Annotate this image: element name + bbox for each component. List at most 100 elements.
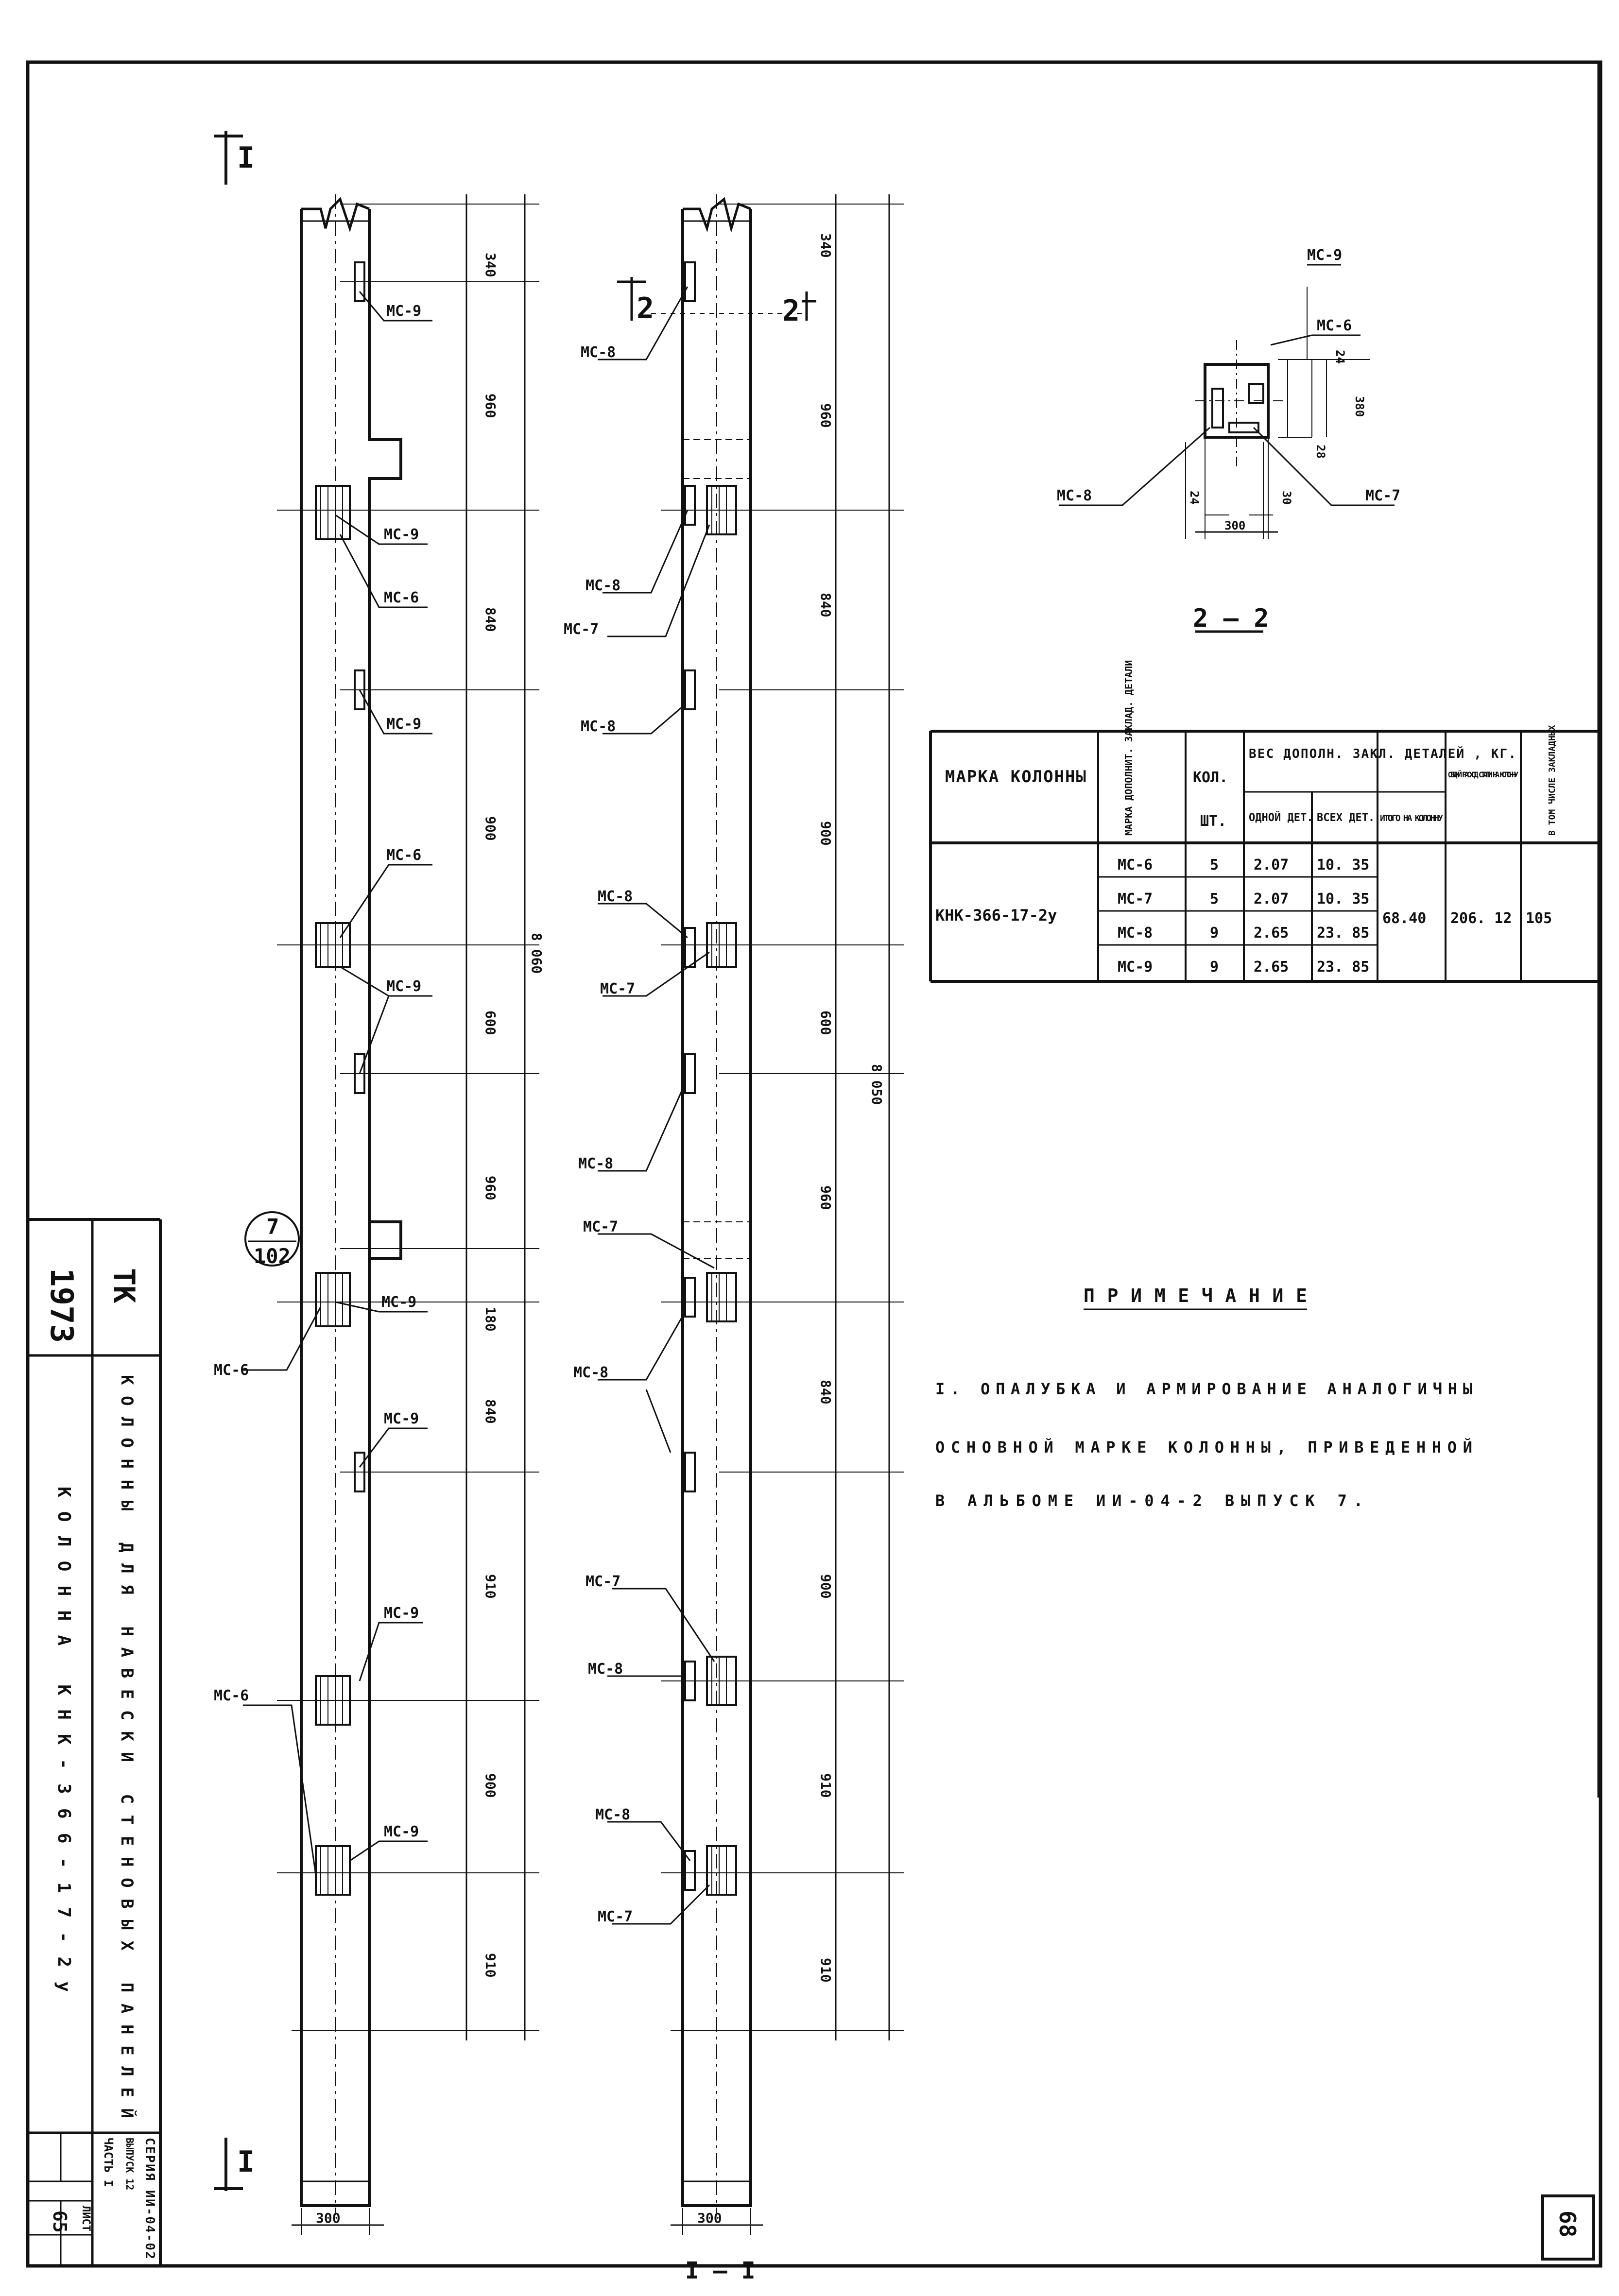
td-all-2: 10. 35 — [1317, 891, 1369, 908]
td-one-4: 2.65 — [1254, 959, 1289, 976]
sec22-label-mc6: МС-6 — [1317, 317, 1352, 334]
right-dim-9: 910 — [818, 1773, 834, 1798]
td-all-1: 10. 35 — [1317, 857, 1369, 874]
right-label-11: МС-8 — [588, 1661, 623, 1678]
td-part-4: МС-9 — [1118, 959, 1153, 976]
left-column-leaders — [243, 291, 432, 1876]
sheet-frame — [26, 60, 1602, 2268]
right-label-10: МС-7 — [586, 1573, 620, 1590]
left-width-dim: 300 — [316, 2210, 341, 2226]
left-dim-5: 600 — [482, 1011, 499, 1035]
td-one-2: 2.07 — [1254, 891, 1289, 908]
right-label-13: МС-7 — [598, 1908, 633, 1925]
tb-issue: ВЫПУСК 12 — [124, 2138, 136, 2190]
tb-sheet: 65 — [49, 2210, 70, 2233]
left-dim-1: 340 — [482, 253, 499, 277]
left-dim-total: 8 060 — [529, 933, 545, 974]
tb-org: ТК — [107, 1268, 141, 1303]
callout-bottom: 102 — [254, 1244, 291, 1268]
section-2-mark-right: 2 — [782, 294, 800, 328]
right-label-2: МС-8 — [586, 577, 620, 594]
note-line-2: ОСНОВНОЙ МАРКЕ КОЛОННЫ, ПРИВЕДЕННОЙ — [935, 1438, 1472, 1456]
right-column-elevation — [617, 194, 904, 2235]
section-mark-top: I — [237, 141, 255, 175]
right-dim-total: 8 050 — [869, 1064, 885, 1105]
right-dim-3: 840 — [818, 593, 834, 617]
left-dim-4: 900 — [482, 816, 499, 841]
left-label-2: МС-9 — [384, 526, 419, 543]
td-qty-1: 5 — [1210, 857, 1219, 874]
weights-table-grid — [929, 730, 1599, 983]
note-line-3: В АЛЬБОМЕ ИИ-04-2 ВЫПУСК 7. — [935, 1491, 1363, 1510]
td-extra: 105 — [1526, 910, 1552, 927]
left-dim-10: 900 — [482, 1773, 499, 1798]
left-label-4: МС-9 — [386, 716, 421, 733]
tb-year: 1973 — [43, 1268, 79, 1343]
right-label-3: МС-7 — [564, 621, 599, 638]
left-dim-9: 910 — [482, 1574, 499, 1599]
sec22-dim-6: 300 — [1224, 519, 1245, 532]
note-title: ПРИМЕЧАНИЕ — [1084, 1285, 1307, 1306]
th-extra: В ТОМ ЧИСЛЕ ЗАКЛАДНЫХ — [1547, 725, 1557, 836]
section-2-2-drawing — [1059, 264, 1395, 633]
left-column-elevation — [214, 131, 539, 2235]
left-label-5: МС-6 — [386, 847, 421, 864]
sec22-dim-3: 28 — [1314, 445, 1327, 459]
left-label-12: МС-9 — [384, 1823, 419, 1840]
left-label-10: МС-9 — [384, 1605, 419, 1622]
td-part-2: МС-7 — [1118, 891, 1153, 908]
right-label-5: МС-8 — [598, 888, 633, 905]
td-qty-4: 9 — [1210, 959, 1219, 976]
right-column-leaders — [598, 286, 715, 1925]
right-dim-8: 900 — [818, 1574, 834, 1599]
th-one: ОДНОЙ ДЕТ. — [1249, 811, 1313, 824]
th-steel: ОБЩИЙ РАСХОД СТАЛИ НА КОЛОННУ — [1448, 770, 1518, 779]
td-all-4: 23. 85 — [1317, 959, 1369, 976]
right-dim-4: 900 — [818, 821, 834, 846]
left-label-7: МС-9 — [381, 1294, 416, 1311]
right-label-7: МС-8 — [578, 1155, 613, 1172]
right-label-8: МС-7 — [583, 1218, 618, 1235]
tb-part: ЧАСТЬ I — [102, 2138, 115, 2187]
right-label-9: МС-8 — [573, 1364, 608, 1381]
left-dim-6: 960 — [482, 1176, 499, 1200]
callout-top: 7 — [266, 1215, 279, 1239]
left-label-9: МС-9 — [384, 1410, 419, 1427]
right-label-4: МС-8 — [581, 718, 616, 735]
page-number-box — [1541, 2194, 1595, 2261]
td-part-1: МС-6 — [1118, 857, 1153, 874]
th-all: ВСЕХ ДЕТ. — [1317, 812, 1375, 824]
right-dim-7: 840 — [818, 1380, 834, 1405]
left-label-8: МС-6 — [214, 1362, 249, 1379]
td-one-3: 2.65 — [1254, 925, 1289, 942]
right-dim-5: 600 — [818, 1011, 834, 1035]
right-dim-10: 910 — [818, 1958, 834, 1983]
right-label-12: МС-8 — [595, 1806, 630, 1823]
tb-series: СЕРИЯ ИИ-04-02 — [142, 2138, 157, 2259]
section-mark-bottom: I — [237, 2145, 255, 2179]
section-1-1-title: I — I — [685, 2257, 756, 2284]
right-dim-2: 960 — [818, 403, 834, 428]
section-2-mark-left: 2 — [637, 291, 654, 326]
right-dim-1: 340 — [818, 233, 834, 258]
left-label-1: МС-9 — [386, 303, 421, 320]
left-dim-7: 180 — [482, 1307, 499, 1332]
left-label-3: МС-6 — [384, 589, 419, 606]
left-dim-3: 840 — [482, 607, 499, 632]
left-label-11: МС-6 — [214, 1687, 249, 1704]
td-all-3: 23. 85 — [1317, 925, 1369, 942]
td-part-3: МС-8 — [1118, 925, 1153, 942]
title-block — [28, 1218, 162, 2266]
right-label-1: МС-8 — [581, 344, 616, 361]
left-dim-8: 840 — [482, 1399, 499, 1424]
note-line-1: I. ОПАЛУБКА И АРМИРОВАНИЕ АНАЛОГИЧНЫ — [935, 1380, 1472, 1398]
th-qty-unit: ШТ. — [1200, 813, 1226, 830]
th-weight-group: ВЕС ДОПОЛН. ЗАКЛ. ДЕТАЛЕЙ , КГ. — [1249, 746, 1516, 761]
td-qty-3: 9 — [1210, 925, 1219, 942]
td-steel: 206. 12 — [1450, 910, 1512, 927]
sec22-label-mc7: МС-7 — [1365, 487, 1400, 504]
right-dim-6: 960 — [818, 1185, 834, 1210]
th-mark: МАРКА КОЛОННЫ — [945, 767, 1086, 787]
page-number: 68 — [1554, 2210, 1581, 2237]
